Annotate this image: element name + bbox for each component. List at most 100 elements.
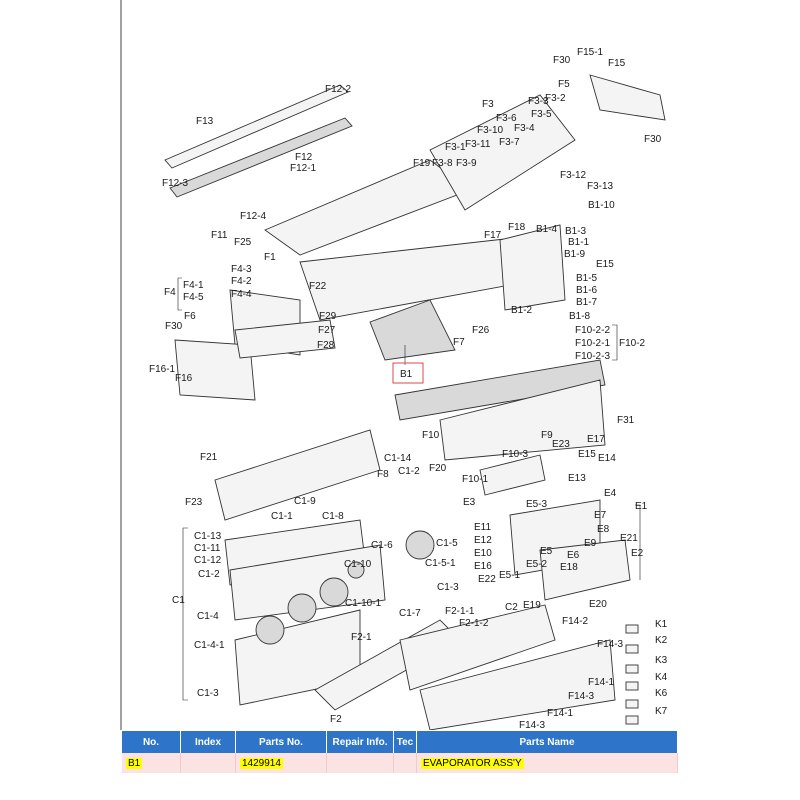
part-label: F4-4 <box>231 289 252 300</box>
part-label: F10-2-2 <box>575 325 610 336</box>
part-label: F1 <box>264 252 276 263</box>
part-label: F12 <box>295 152 313 163</box>
part-label: F19 <box>413 158 431 169</box>
part-label: F2-1 <box>351 632 372 643</box>
part-label: B1-1 <box>568 237 590 248</box>
part-label: F14-3 <box>519 720 546 730</box>
bottom-assembly <box>214 429 639 730</box>
part-label: C1 <box>172 595 185 606</box>
part-label: F29 <box>319 311 337 322</box>
part-label: F2-1-2 <box>459 618 489 629</box>
part-label: F16-1 <box>149 364 176 375</box>
part-label: C1-10-1 <box>345 598 382 609</box>
part-label: F3-10 <box>477 125 504 136</box>
part-label: E16 <box>474 561 492 572</box>
part-label: F14-1 <box>588 677 615 688</box>
part-label: E13 <box>568 473 586 484</box>
part-label: C1-4-1 <box>194 640 225 651</box>
part-label: F3-8 <box>432 158 453 169</box>
bracket-lines <box>177 277 641 701</box>
part-label: F22 <box>309 281 327 292</box>
col-header-parts-name: Parts Name <box>416 731 678 753</box>
part-label: C2 <box>505 602 518 613</box>
part-label: K7 <box>655 706 668 717</box>
part-label: F14-3 <box>568 691 595 702</box>
part-label: F3-12 <box>560 170 587 181</box>
part-label: C1-4 <box>197 611 219 622</box>
part-label: F14-2 <box>562 616 589 627</box>
part-label: E5-3 <box>526 499 548 510</box>
col-header-tec: Tec <box>393 731 417 753</box>
part-label: E21 <box>620 533 638 544</box>
part-label: F10-2 <box>619 338 646 349</box>
part-label: F13 <box>196 116 214 127</box>
part-label: F10-3 <box>502 449 529 460</box>
part-label: C1-6 <box>371 540 393 551</box>
part-label: C1-9 <box>294 496 316 507</box>
part-label: F28 <box>317 340 335 351</box>
part-label: F6 <box>184 311 196 322</box>
part-label: K3 <box>655 655 668 666</box>
part-label: E7 <box>594 510 607 521</box>
part-label: C1-10 <box>344 559 372 570</box>
top-assembly <box>164 74 666 461</box>
part-label: B1-7 <box>576 297 598 308</box>
part-label: F9 <box>541 430 553 441</box>
part-label: F4-2 <box>231 276 252 287</box>
cell-tec <box>393 753 417 773</box>
part-label: E10 <box>474 548 492 559</box>
part-label: F3-11 <box>465 139 491 150</box>
part-label: B1-2 <box>511 305 533 316</box>
part-label: C1-8 <box>322 511 344 522</box>
part-label: B1-3 <box>565 226 587 237</box>
part-label: F10-2-3 <box>575 351 610 362</box>
part-label: B1 <box>400 369 413 380</box>
part-label: F3-4 <box>514 123 535 134</box>
part-label: E18 <box>560 562 578 573</box>
part-label: F3-2 <box>545 93 566 104</box>
part-label: F3-5 <box>531 109 552 120</box>
part-label: F30 <box>165 321 183 332</box>
part-label: F3-3 <box>528 96 549 107</box>
part-label: F12-3 <box>162 178 189 189</box>
part-label: E1 <box>635 501 648 512</box>
part-label: E5 <box>540 546 553 557</box>
part-label: F5 <box>558 79 570 90</box>
part-label: E15 <box>596 259 614 270</box>
part-label: F17 <box>484 230 502 241</box>
part-label: E5-1 <box>499 570 521 581</box>
part-label: C1-3 <box>437 582 459 593</box>
b1-callout-box <box>392 362 424 384</box>
part-label: F31 <box>617 415 635 426</box>
part-label: F4-3 <box>231 264 252 275</box>
part-label: E22 <box>478 574 496 585</box>
table-row[interactable]: B1 1429914 EVAPORATOR ASS'Y <box>122 753 678 773</box>
part-label: F3-6 <box>496 113 517 124</box>
part-label: F30 <box>553 55 571 66</box>
cell-repair-info <box>326 753 394 773</box>
part-label: F26 <box>472 325 490 336</box>
part-label: F3-7 <box>499 137 520 148</box>
part-label: E3 <box>463 497 476 508</box>
part-label: B1-10 <box>588 200 615 211</box>
part-label: E17 <box>587 434 605 445</box>
part-label: E23 <box>552 439 570 450</box>
part-label: F7 <box>453 337 465 348</box>
part-label: F3-9 <box>456 158 477 169</box>
part-label: F21 <box>200 452 218 463</box>
part-labels: F30 F15-1 F15 F12-2 F5 F3 F3-3 F3-2 F3-5… <box>149 47 668 730</box>
part-label: C1-11 <box>194 543 221 554</box>
part-label: F12-4 <box>240 211 267 222</box>
part-label: C1-5 <box>436 538 458 549</box>
part-label: E14 <box>598 453 616 464</box>
part-label: F3-13 <box>587 181 614 192</box>
part-label: E11 <box>474 522 491 533</box>
cell-index <box>180 753 236 773</box>
part-label: F3-1 <box>445 142 466 153</box>
part-label: B1-4 <box>536 224 558 235</box>
part-label: C1-2 <box>398 466 420 477</box>
part-label: F14-1 <box>547 708 574 719</box>
part-label: K2 <box>655 635 668 646</box>
part-label: B1-5 <box>576 273 598 284</box>
part-label: E12 <box>474 535 492 546</box>
